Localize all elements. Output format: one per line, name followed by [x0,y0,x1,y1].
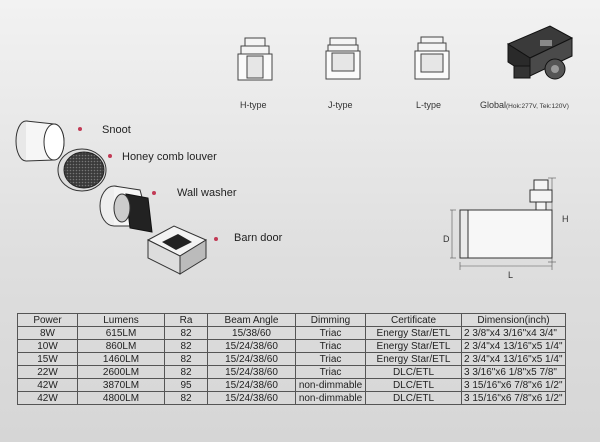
table-cell: non-dimmable [295,391,366,405]
dimension-h-label: H [562,214,569,224]
table-cell: 82 [164,391,208,405]
table-cell: 15/24/38/60 [207,378,296,392]
header-ra: Ra [164,313,208,327]
table-cell: Triac [295,339,366,353]
table-cell: 15/24/38/60 [207,339,296,353]
table-cell: DLC/ETL [365,391,462,405]
h-type-adapter-image [225,36,285,108]
snoot-callout-dot [78,127,82,131]
table-cell: Triac [295,326,366,340]
l-type-adapter-image [402,36,462,108]
table-cell: 3 3/16"x6 1/8"x5 7/8" [461,365,566,379]
snoot-image [12,116,70,171]
table-cell: 22W [17,365,78,379]
global-label-note: (Hok:277V, Tek:120V) [506,103,569,110]
l-type-label: L-type [416,100,442,110]
table-cell: Triac [295,365,366,379]
table-cell: 4800LM [77,391,165,405]
table-header-row: Power Lumens Ra Beam Angle Dimming Certi… [17,313,566,327]
barn-door-label: Barn door [234,232,283,244]
table-cell: 2600LM [77,365,165,379]
table-cell: 3 15/16"x6 7/8"x6 1/2" [461,391,566,405]
table-cell: 82 [164,352,208,366]
table-cell: 2 3/4"x4 13/16"x5 1/4" [461,352,566,366]
table-cell: DLC/ETL [365,378,462,392]
table-cell: DLC/ETL [365,365,462,379]
table-cell: 615LM [77,326,165,340]
wall-washer-callout-dot [152,191,156,195]
honey-comb-label: Honey comb louver [122,151,217,163]
table-row: 42W 4800LM 82 15/24/38/60 non-dimmable D… [17,391,566,405]
table-cell: 2 3/8"x4 3/16"x4 3/4" [461,326,566,340]
table-cell: 1460LM [77,352,165,366]
global-label: Global(Hok:277V, Tek:120V) [480,100,569,110]
dimension-l-label: L [508,270,514,280]
barn-door-image [144,222,214,283]
table-row: 15W 1460LM 82 15/24/38/60 Triac Energy S… [17,352,566,366]
table-cell: 82 [164,326,208,340]
j-type-adapter-image [313,36,373,108]
table-cell: 42W [17,378,78,392]
table-cell: Energy Star/ETL [365,352,462,366]
table-cell: non-dimmable [295,378,366,392]
table-cell: 2 3/4"x4 13/16"x5 1/4" [461,339,566,353]
table-cell: 3870LM [77,378,165,392]
table-row: 10W 860LM 82 15/24/38/60 Triac Energy St… [17,339,566,353]
spec-table: Power Lumens Ra Beam Angle Dimming Certi… [17,313,566,405]
table-cell: 860LM [77,339,165,353]
header-beam-angle: Beam Angle [207,313,296,327]
snoot-label: Snoot [102,124,131,136]
table-cell: 10W [17,339,78,353]
table-cell: 15/24/38/60 [207,391,296,405]
table-cell: 15/24/38/60 [207,352,296,366]
h-type-label: H-type [240,100,267,110]
table-cell: 82 [164,365,208,379]
table-cell: 8W [17,326,78,340]
j-type-label: J-type [328,100,353,110]
dimension-d-label: D [443,234,450,244]
table-row: 42W 3870LM 95 15/24/38/60 non-dimmable D… [17,378,566,392]
table-cell: 95 [164,378,208,392]
header-dimming: Dimming [295,313,366,327]
header-power: Power [17,313,78,327]
header-lumens: Lumens [77,313,165,327]
table-cell: Triac [295,352,366,366]
table-cell: Energy Star/ETL [365,326,462,340]
wall-washer-label: Wall washer [177,187,237,199]
honey-comb-callout-dot [108,154,112,158]
table-cell: Energy Star/ETL [365,339,462,353]
table-cell: 15/24/38/60 [207,365,296,379]
table-row: 8W 615LM 82 15/38/60 Triac Energy Star/E… [17,326,566,340]
dimension-drawing [448,172,573,287]
table-cell: 42W [17,391,78,405]
table-cell: 15/38/60 [207,326,296,340]
table-cell: 3 15/16"x6 7/8"x6 1/2" [461,378,566,392]
header-certificate: Certificate [365,313,462,327]
honey-comb-louver-image [54,145,110,200]
global-label-text: Global [480,100,507,110]
table-row: 22W 2600LM 82 15/24/38/60 Triac DLC/ETL … [17,365,566,379]
wall-washer-image [96,178,158,245]
table-cell: 82 [164,339,208,353]
global-adapter-image [500,14,580,94]
table-cell: 15W [17,352,78,366]
barn-door-callout-dot [214,237,218,241]
header-dimension: Dimension(inch) [461,313,566,327]
